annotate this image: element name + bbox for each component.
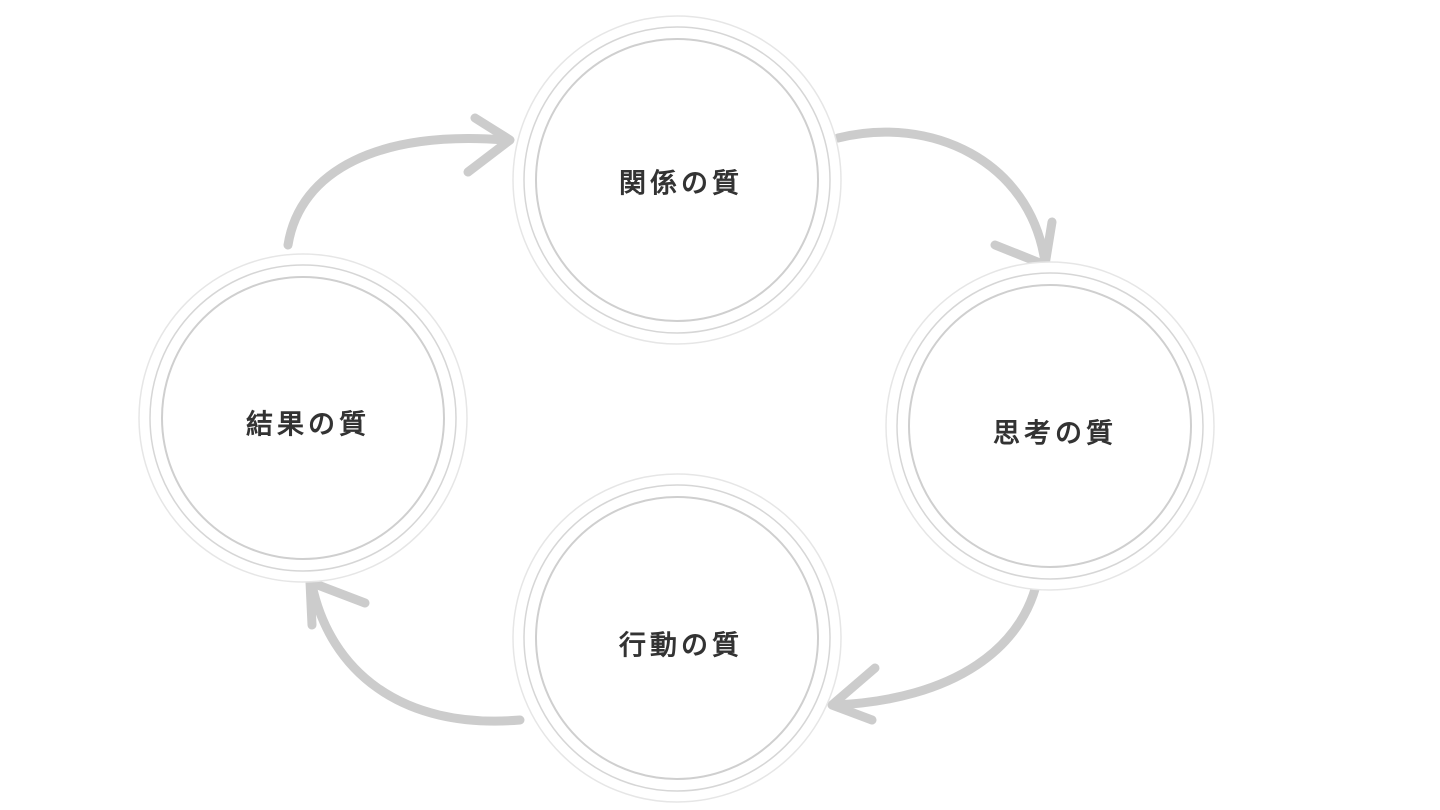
node-label-thinking: 思考の質 bbox=[993, 418, 1117, 450]
arrow-results-to-relationships bbox=[283, 133, 510, 250]
arrow-relationships-to-thinking bbox=[833, 127, 1050, 267]
node-label-relationships: 関係の質 bbox=[619, 168, 743, 200]
node-circle-relationships bbox=[512, 15, 842, 345]
node-circle-action bbox=[512, 473, 842, 803]
arrowhead-right bbox=[463, 113, 515, 177]
arrow-action-to-results bbox=[307, 580, 525, 726]
node-circle-results bbox=[138, 253, 468, 583]
node-label-results: 結果の質 bbox=[246, 409, 370, 441]
node-label-action: 行動の質 bbox=[619, 630, 743, 662]
arrow-thinking-to-action bbox=[830, 560, 1045, 710]
arrowhead-left bbox=[827, 663, 880, 725]
node-circle-thinking bbox=[885, 261, 1215, 591]
